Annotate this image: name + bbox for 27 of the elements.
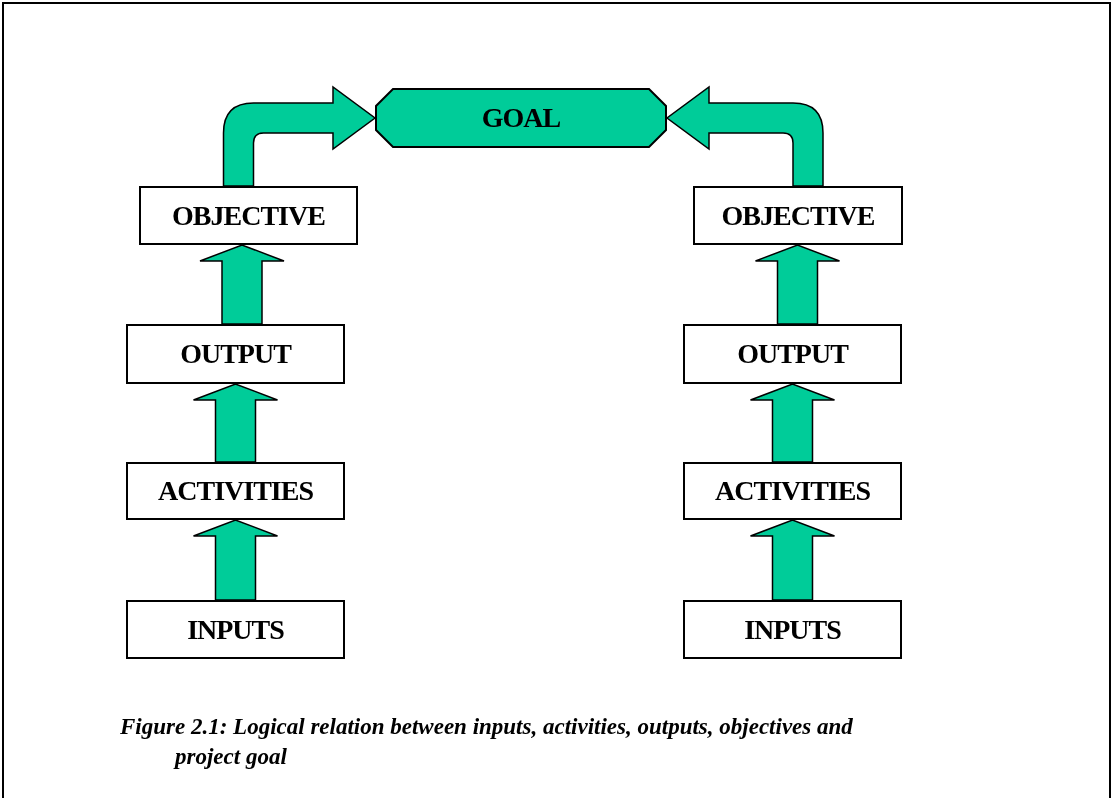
goal-octagon bbox=[375, 88, 667, 148]
block-arrow bbox=[192, 383, 279, 463]
node-label: OBJECTIVE bbox=[172, 201, 325, 230]
process-box bbox=[139, 186, 358, 245]
process-box bbox=[126, 324, 345, 384]
block-arrow bbox=[754, 244, 841, 325]
node-label: OUTPUT bbox=[737, 340, 848, 368]
process-box bbox=[683, 462, 902, 520]
node-label: INPUTS bbox=[187, 615, 284, 644]
block-arrow bbox=[666, 86, 824, 187]
figure-caption: Figure 2.1: Logical relation between inputs, activities, outputs, objectives and project goal bbox=[120, 713, 854, 771]
node-label: ACTIVITIES bbox=[715, 477, 870, 505]
process-box bbox=[126, 600, 345, 659]
node-label: INPUTS bbox=[744, 615, 841, 644]
node-label: OBJECTIVE bbox=[721, 201, 875, 230]
block-arrow bbox=[192, 519, 279, 601]
block-arrow bbox=[222, 86, 376, 187]
process-box bbox=[693, 186, 903, 245]
block-arrow bbox=[199, 244, 285, 325]
block-arrow bbox=[749, 383, 836, 463]
process-box bbox=[683, 600, 902, 659]
block-arrow bbox=[749, 519, 836, 601]
node-label: OUTPUT bbox=[180, 340, 291, 368]
process-box bbox=[126, 462, 345, 520]
process-box bbox=[683, 324, 902, 384]
node-label: GOAL bbox=[481, 104, 561, 132]
node-label: ACTIVITIES bbox=[158, 477, 313, 505]
